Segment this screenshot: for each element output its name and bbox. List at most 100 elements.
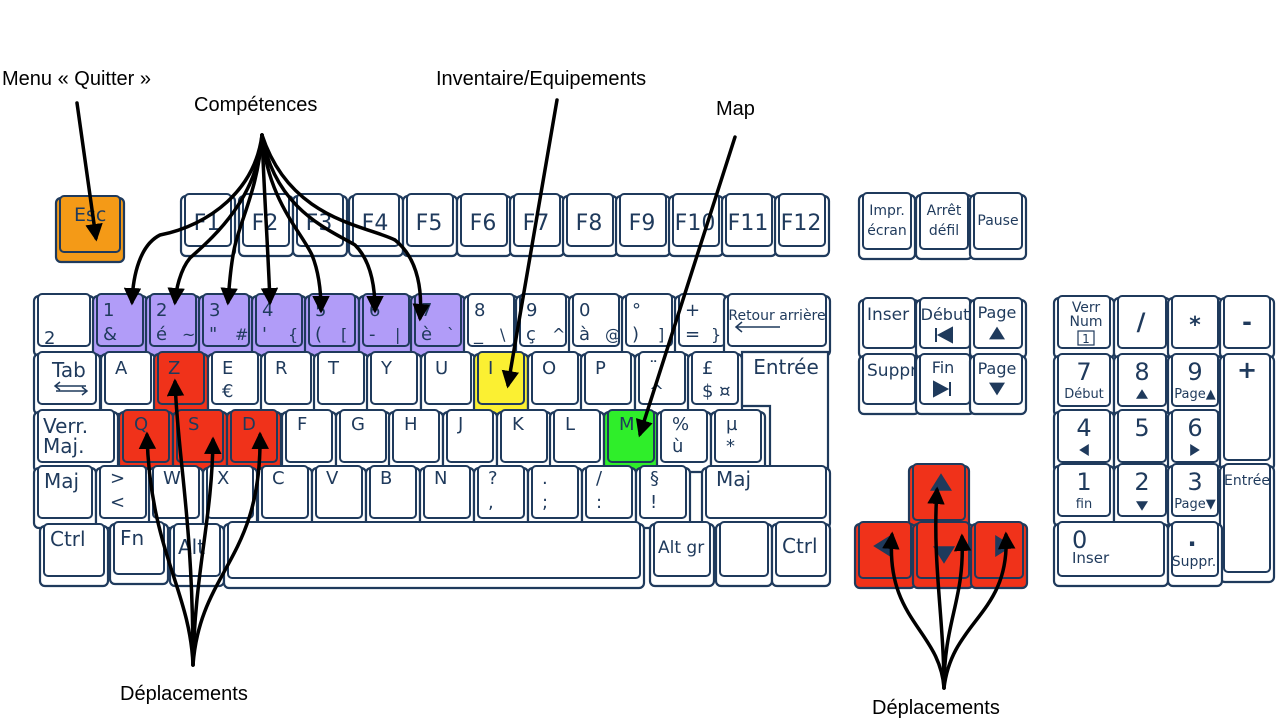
key-i: I: [472, 351, 530, 416]
key-ctrl-right: Ctrl: [770, 521, 832, 588]
key-delete: Suppr: [857, 353, 921, 416]
key-label: £: [702, 358, 713, 379]
key-sub-label: ,: [488, 492, 494, 513]
arrow-to-key-i: [501, 98, 559, 389]
key-num-label: 2: [156, 300, 167, 321]
key-num-label: °: [632, 300, 641, 321]
key-num-label: ç: [526, 324, 536, 345]
key-f4: F4: [347, 193, 405, 258]
key-label: U: [435, 358, 448, 379]
key-numpad-sublabel: Inser: [1072, 549, 1110, 567]
key-numpad-sublabel: fin: [1076, 497, 1092, 512]
key-f1: F1: [179, 193, 237, 258]
key-label: F: [297, 414, 307, 435]
key-num-label: è: [421, 324, 432, 345]
key-fn-label: Fn: [120, 526, 144, 550]
key-arrow-right: [969, 521, 1029, 590]
key-backspace-label: Retour arrière: [728, 308, 825, 324]
key-label: O: [542, 358, 556, 379]
page-down-icon: [989, 382, 1005, 396]
key-w-row-9: /:: [580, 465, 638, 530]
key-num-extra: ~: [182, 325, 195, 344]
key-e: E€: [206, 351, 264, 416]
key-label: L: [565, 414, 575, 435]
key-num-label: 3: [209, 300, 220, 321]
key-h: H: [387, 409, 445, 474]
key-num-label: =: [685, 324, 700, 345]
key-sub-label: !: [650, 492, 657, 513]
key-num-extra: #: [235, 325, 248, 344]
key-f8-label: F8: [576, 211, 603, 236]
key-numpad-enter: Entrée: [1218, 463, 1276, 584]
page-up-icon: [989, 326, 1005, 340]
key-f9-label: F9: [629, 211, 656, 236]
key-f9: F9: [614, 193, 672, 258]
key-numlock-label: Num: [1070, 314, 1103, 330]
key-m: M: [602, 409, 660, 474]
key-r: R: [259, 351, 317, 416]
numpad-up-icon: [1136, 389, 1148, 399]
arrow-to-key-3: [220, 133, 264, 306]
key-y: Y: [365, 351, 423, 416]
key-f6: F6: [455, 193, 513, 258]
key-label: G: [351, 414, 365, 435]
key-label: ?: [488, 468, 498, 489]
key-l: L: [548, 409, 606, 474]
arrow-to-left: [882, 531, 946, 690]
key-label: M: [619, 414, 635, 435]
arrow-to-key-1: [123, 133, 264, 306]
key-k: K: [495, 409, 553, 474]
key-backspace: Retour arrière: [722, 293, 832, 358]
key-insert-label: Inser: [867, 305, 909, 325]
key-space: [222, 521, 646, 590]
key-num-label: (: [315, 324, 322, 345]
key-sub-label: :: [596, 492, 602, 513]
key-j: J: [441, 409, 499, 474]
key-sys-label: Pause: [977, 213, 1018, 229]
key-label: D: [242, 414, 256, 435]
key-numlock-label: Verr: [1072, 300, 1101, 316]
key-num-extra: @: [605, 325, 621, 344]
key-f10: F10: [667, 193, 725, 258]
key-numpad-label: 8: [1134, 358, 1149, 386]
key-w-row-10: §!: [634, 465, 692, 530]
key-£: £$ ¤: [686, 351, 744, 416]
key-%: %ù: [655, 409, 713, 474]
key-num-extra: |: [395, 325, 400, 344]
key-label: µ: [726, 414, 738, 435]
key-sys-label: Arrêt: [927, 203, 962, 219]
key-num-0: 2: [32, 293, 96, 358]
key-num-label: 7: [421, 300, 432, 321]
key-label: N: [434, 468, 447, 489]
key-ctrl-left: Ctrl: [38, 523, 110, 588]
key-minus: -: [1218, 295, 1276, 360]
key-num-extra: ^: [552, 325, 565, 344]
key-tab-label: Tab: [51, 358, 86, 382]
key-tab: Tab: [32, 351, 102, 416]
key-label: I: [488, 358, 493, 379]
key-w-row-3: C: [256, 465, 314, 530]
key-o: O: [526, 351, 584, 416]
key-label: A: [115, 358, 128, 379]
key-label: §: [650, 468, 659, 489]
key-sys-label: écran: [867, 223, 907, 239]
key-num-3: 3"#: [197, 293, 255, 358]
key-f6-label: F6: [470, 211, 497, 236]
key-shift-left: Maj: [32, 465, 98, 530]
key-num-extra: }: [711, 325, 721, 344]
key-caps-label: Maj.: [43, 434, 84, 458]
key-numpad-label: 6: [1187, 414, 1202, 442]
key-label: H: [404, 414, 418, 435]
arrow-up-icon: [930, 473, 952, 491]
key-num-8: 8_\: [462, 293, 520, 358]
key-label: Y: [380, 358, 393, 379]
key-z: Z: [152, 351, 210, 416]
key-numpad-label: 2: [1134, 468, 1149, 496]
key-esc-label: Esc: [74, 204, 106, 226]
key-u: U: [419, 351, 477, 416]
numpad-left-icon: [1079, 444, 1089, 456]
key-num-extra: `: [447, 325, 455, 344]
key-label: S: [188, 414, 199, 435]
key-num-label: 1: [103, 300, 114, 321]
